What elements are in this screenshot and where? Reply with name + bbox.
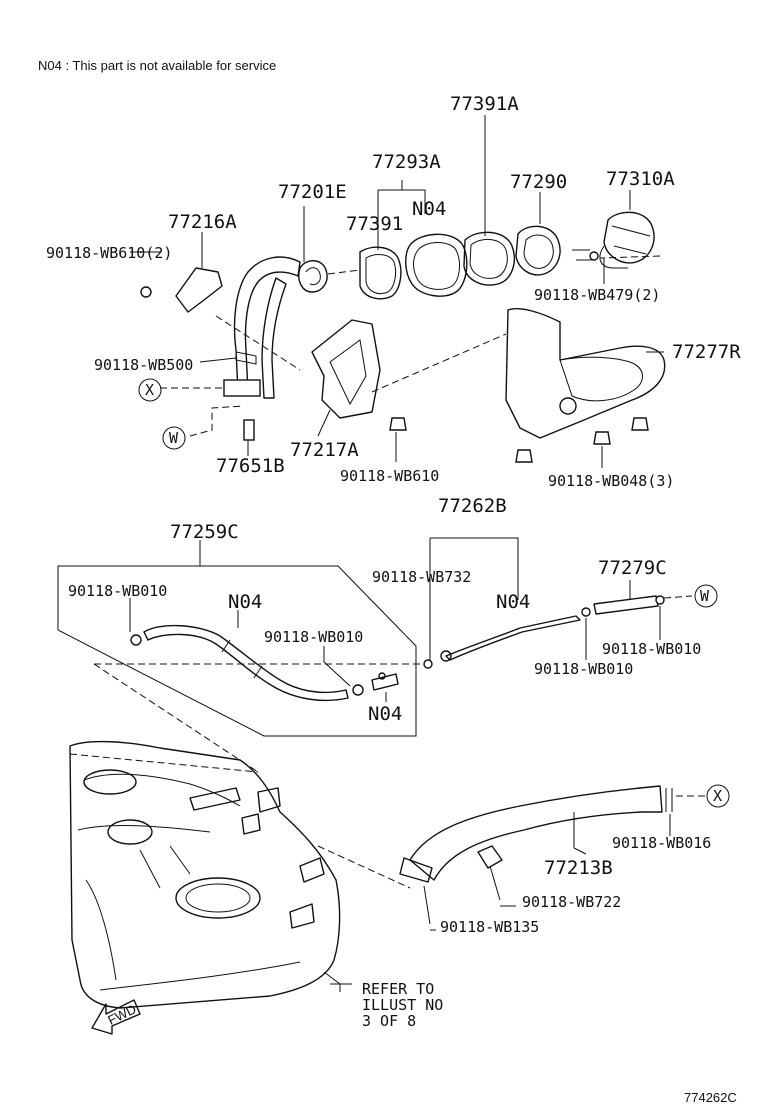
availability-note: N04 : This part is not available for ser… bbox=[38, 58, 276, 73]
nut-wb610 bbox=[389, 417, 407, 431]
reference-x-circle bbox=[138, 378, 162, 402]
callout-wb500: 90118-WB500 bbox=[94, 356, 193, 374]
clamp-77651B bbox=[243, 419, 255, 441]
callout-wb010-d: 90118-WB010 bbox=[534, 660, 633, 678]
callout-x-right: X bbox=[713, 787, 722, 805]
callout-n04-mid-center: N04 bbox=[496, 591, 530, 613]
callout-77217A: 77217A bbox=[290, 439, 359, 461]
reference-x-circle-right bbox=[706, 784, 730, 808]
callout-wb010-c: 90118-WB010 bbox=[602, 640, 701, 658]
callout-wb016: 90118-WB016 bbox=[612, 834, 711, 852]
filler-hose-77213B bbox=[409, 785, 663, 881]
group-box-77259C bbox=[57, 565, 417, 737]
callout-77391: 77391 bbox=[346, 213, 403, 235]
fuel-inlet-assembly bbox=[140, 211, 666, 463]
refer-note-line2: ILLUST NO bbox=[362, 996, 443, 1014]
callout-77277R: 77277R bbox=[672, 341, 741, 363]
callout-77391A: 77391A bbox=[450, 93, 519, 115]
gasket-77391A bbox=[463, 231, 516, 286]
callout-77310A: 77310A bbox=[606, 168, 675, 190]
filler-hose-assembly bbox=[399, 785, 706, 925]
refer-note-line1: REFER TO bbox=[362, 980, 434, 998]
callout-77279C: 77279C bbox=[598, 557, 667, 579]
fuel-cap-77310A bbox=[603, 211, 655, 264]
bracket-77217A bbox=[311, 319, 381, 419]
refer-note-line3: 3 OF 8 bbox=[362, 1012, 416, 1030]
callout-x-top: X bbox=[145, 381, 154, 399]
pump-opening bbox=[175, 877, 261, 919]
callout-w-left: W bbox=[169, 429, 179, 447]
housing-n04 bbox=[405, 233, 468, 297]
hose-clamp-wb135 bbox=[399, 857, 433, 883]
leaders-bottom bbox=[430, 847, 587, 931]
bolt-wb610 bbox=[140, 286, 152, 298]
ring-77290 bbox=[515, 225, 561, 276]
pipe-end-x bbox=[223, 379, 261, 397]
clamp-wb722 bbox=[477, 845, 503, 869]
lid-housing-77277R bbox=[505, 308, 666, 439]
callout-wb010-b: 90118-WB010 bbox=[264, 628, 363, 646]
callout-77213B: 77213B bbox=[544, 857, 613, 879]
leaders-top bbox=[130, 115, 664, 468]
callout-wb732: 90118-WB732 bbox=[372, 568, 471, 586]
callout-n04-low: N04 bbox=[368, 703, 402, 725]
reference-w-circle-left bbox=[162, 426, 186, 450]
clip-wb010 bbox=[130, 634, 142, 646]
breather-tube-77262B bbox=[445, 615, 581, 661]
screw-wb048 bbox=[593, 431, 611, 445]
fwd-label: FWD bbox=[105, 1001, 138, 1027]
callout-n04-mid-left: N04 bbox=[228, 591, 262, 613]
callout-77262B: 77262B bbox=[438, 495, 507, 517]
breather-assembly bbox=[57, 537, 693, 773]
callout-wb479-2: 90118-WB479(2) bbox=[534, 286, 660, 304]
callout-wb610-2: 90118-WB610(2) bbox=[46, 244, 172, 262]
fwd-arrow bbox=[91, 999, 141, 1035]
callout-77293A: 77293A bbox=[372, 151, 441, 173]
callout-77290: 77290 bbox=[510, 171, 567, 193]
fuel-tank: FWD bbox=[69, 740, 411, 1035]
callout-wb135: 90118-WB135 bbox=[440, 918, 539, 936]
hose-77279C bbox=[593, 595, 659, 615]
callout-wb610: 90118-WB610 bbox=[340, 467, 439, 485]
callout-77651B: 77651B bbox=[216, 455, 285, 477]
bracket-77216A bbox=[175, 267, 223, 313]
callout-77201E: 77201E bbox=[278, 181, 347, 203]
callout-77259C: 77259C bbox=[170, 521, 239, 543]
callout-77216A: 77216A bbox=[168, 211, 237, 233]
callout-n04-top: N04 bbox=[412, 198, 446, 220]
gasket-77391 bbox=[359, 246, 402, 300]
callout-wb010-a: 90118-WB010 bbox=[68, 582, 167, 600]
illustration-id: 774262C bbox=[684, 1090, 737, 1105]
reference-w-circle-right bbox=[694, 584, 718, 608]
callout-wb722: 90118-WB722 bbox=[522, 893, 621, 911]
callout-w-right: W bbox=[700, 587, 710, 605]
filler-neck-77201E bbox=[298, 260, 328, 293]
inlet-pipe bbox=[233, 256, 301, 393]
tank-body bbox=[69, 740, 341, 1009]
breather-hose bbox=[143, 624, 349, 702]
callout-labels: 77391A 77293A 77290 77310A 77201E 77391 … bbox=[46, 93, 741, 1105]
connector-n04 bbox=[371, 673, 399, 691]
screw-wb479 bbox=[589, 251, 599, 261]
callout-wb048-3: 90118-WB048(3) bbox=[548, 472, 674, 490]
